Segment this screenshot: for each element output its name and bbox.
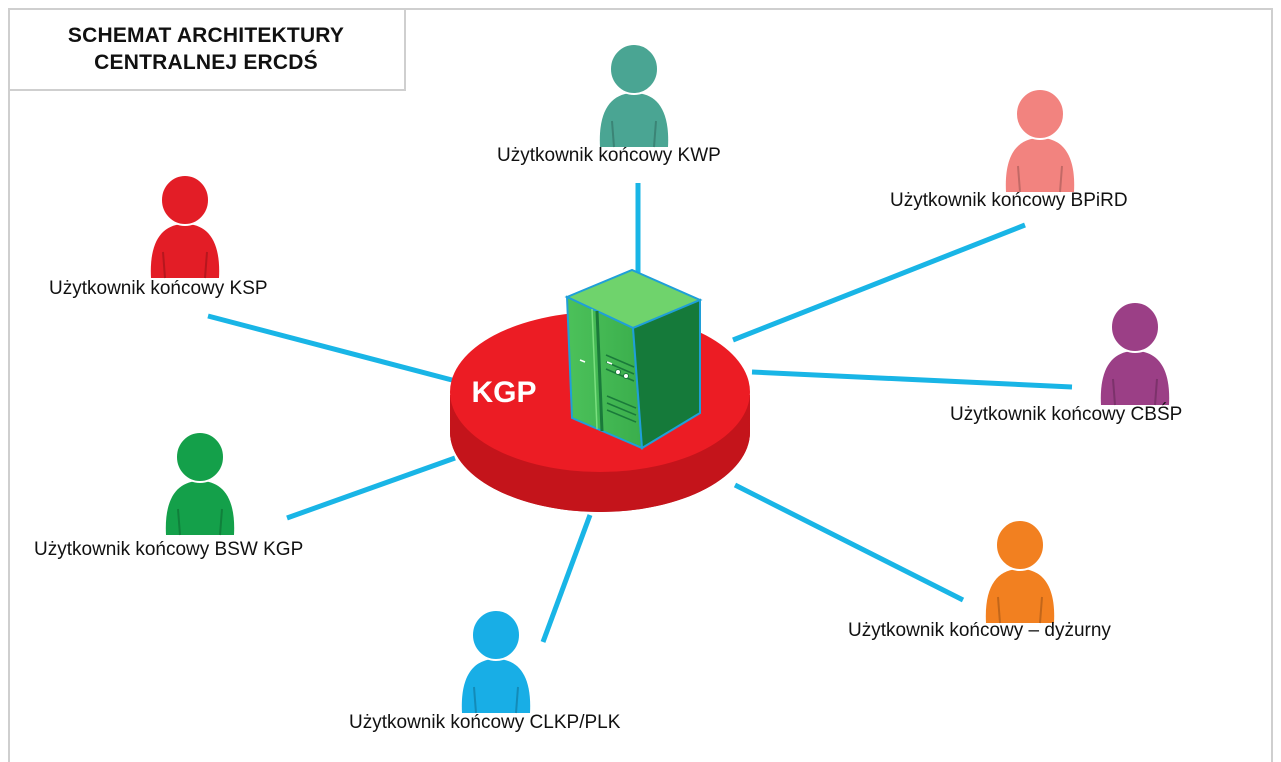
user-label-dyz: Użytkownik końcowy – dyżurny: [848, 620, 1111, 641]
server-icon: [564, 268, 703, 450]
user-icon-bsw: [165, 431, 235, 536]
user-label-bpird: Użytkownik końcowy BPiRD: [890, 190, 1128, 211]
user-icon-bpird: [1005, 88, 1075, 193]
title-line-2: CENTRALNEJ ERCDŚ: [94, 50, 318, 74]
user-label-cbsp: Użytkownik końcowy CBŚP: [950, 404, 1183, 425]
connector-dyz: [733, 482, 965, 603]
title-box: SCHEMAT ARCHITEKTURY CENTRALNEJ ERCDŚ: [8, 8, 406, 91]
diagram-frame: [8, 8, 1273, 762]
user-icon-cbsp: [1100, 301, 1170, 406]
connector-lines: [207, 183, 1073, 643]
server-side: [631, 298, 701, 450]
user-icon-kwp: [599, 43, 669, 148]
connector-cbsp: [751, 369, 1073, 390]
connector-bpird: [732, 222, 1026, 343]
title-line-1: SCHEMAT ARCHITEKTURY: [67, 23, 345, 47]
hub-label: KGP: [471, 376, 536, 409]
connector-bsw: [286, 455, 456, 521]
user-icon-ksp: [150, 174, 220, 279]
user-label-bsw: Użytkownik końcowy BSW KGP: [34, 539, 304, 560]
connector-clkp: [540, 514, 593, 643]
user-icon-clkp: [461, 609, 531, 714]
connector-ksp: [207, 313, 453, 383]
user-label-ksp: Użytkownik końcowy KSP: [49, 278, 268, 299]
user-label-clkp: Użytkownik końcowy CLKP/PLK: [349, 712, 621, 733]
user-icon-dyz: [985, 519, 1055, 624]
user-label-kwp: Użytkownik końcowy KWP: [497, 145, 721, 166]
